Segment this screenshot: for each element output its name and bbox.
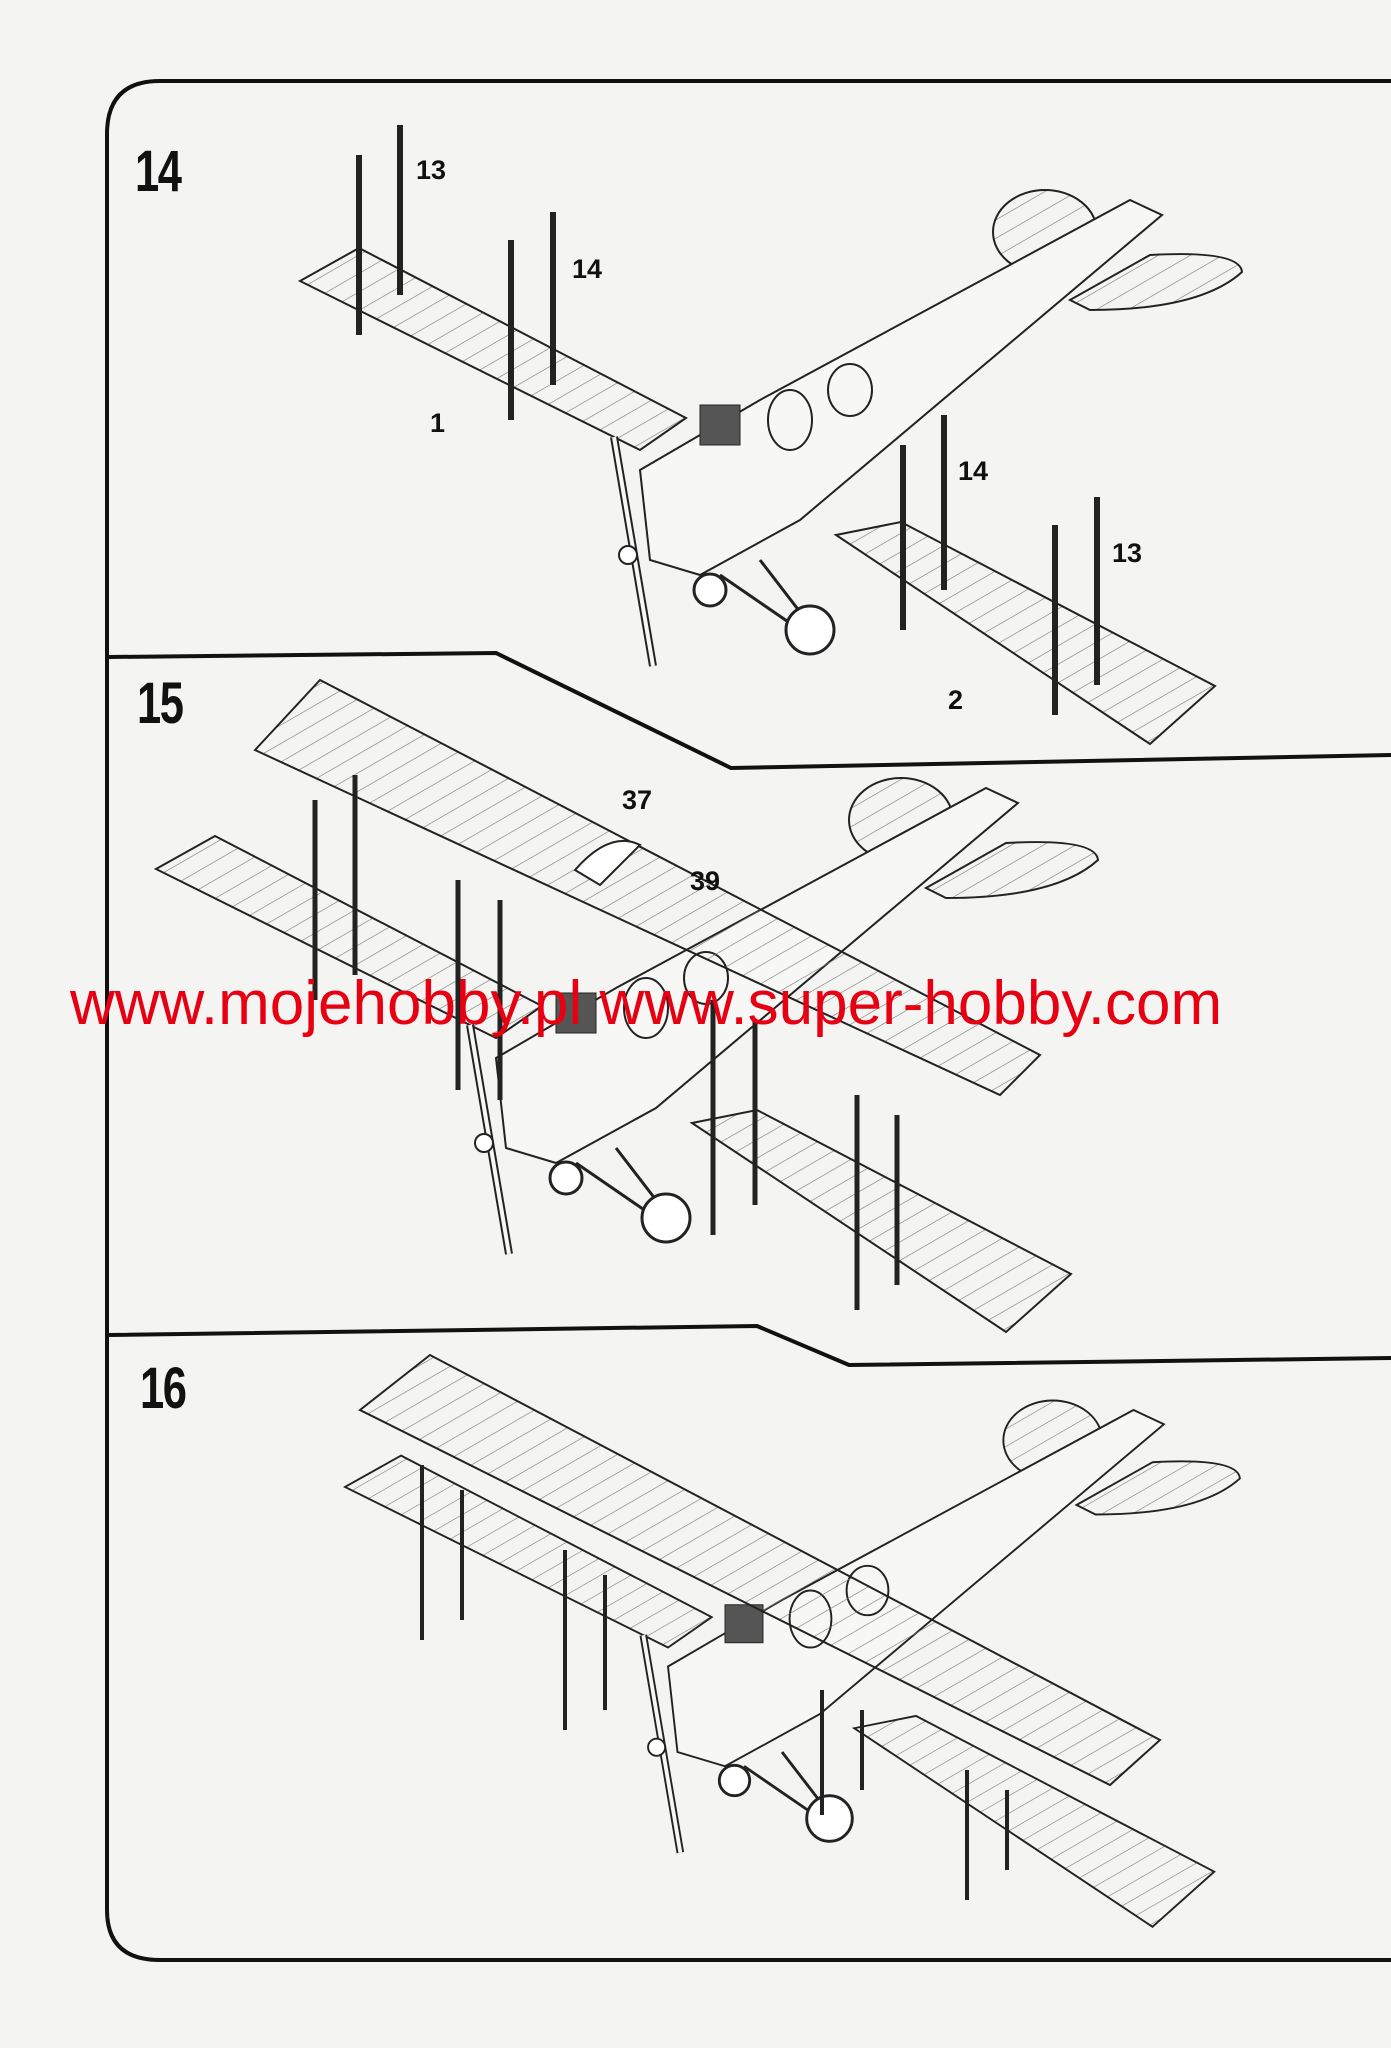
upper-wing <box>358 1353 1162 1787</box>
step-15-diagram <box>156 678 1098 1332</box>
upper-wing <box>253 678 1042 1097</box>
part-label: 39 <box>690 866 721 896</box>
part-label: 2 <box>948 685 964 715</box>
step-16-diagram <box>345 1353 1240 1927</box>
part-label: 14 <box>572 254 603 284</box>
interplane-struts <box>356 125 1100 715</box>
part-label: 13 <box>1112 538 1143 568</box>
part-label: 13 <box>416 155 447 185</box>
part-label: 1 <box>430 408 446 438</box>
part-37 <box>573 839 642 887</box>
watermark: www.mojehobby.pl www.super-hobby.com <box>70 969 1223 1038</box>
step-number: 15 <box>137 671 184 736</box>
page-frame <box>105 79 1391 1962</box>
step-number: 16 <box>140 1356 187 1421</box>
divider-14-15 <box>108 650 1391 771</box>
divider-15-16 <box>108 1323 1391 1368</box>
step-14-diagram <box>300 125 1242 744</box>
part-label: 37 <box>622 785 653 815</box>
part-label: 14 <box>958 456 989 486</box>
step-number: 14 <box>135 139 182 204</box>
